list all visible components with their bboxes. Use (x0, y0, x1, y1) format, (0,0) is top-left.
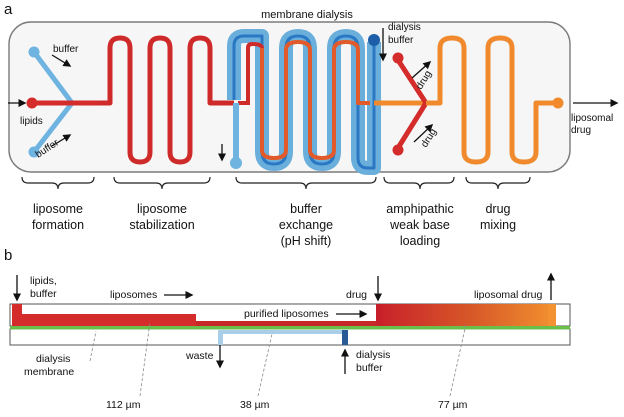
stage-formation-1: liposome (33, 202, 83, 216)
dialysis-buffer-b-2: buffer (356, 362, 383, 374)
lipid-inlet (26, 97, 38, 109)
liposomal-drug-label-b: liposomal drug (474, 289, 542, 301)
panel-a-label: a (4, 1, 13, 18)
drug-inlet-top (392, 52, 404, 64)
stage-mixing-2: mixing (480, 218, 516, 232)
lipids-buffer-label-2: buffer (30, 288, 57, 300)
dialysis-membrane-line (10, 326, 570, 330)
membrane-dialysis-label: membrane dialysis (261, 9, 353, 21)
waste-label: waste (185, 350, 214, 362)
formation-junction (26, 46, 103, 158)
stage-formation-2: formation (32, 218, 84, 232)
stage-mixing-1: drug (485, 202, 510, 216)
stage-exchange-3: (pH shift) (281, 234, 332, 248)
dim-112: 112 µm (106, 399, 141, 411)
drug-inlet-bottom (392, 144, 404, 156)
brace-mixing (465, 176, 531, 190)
lipids-label: lipids (20, 116, 43, 127)
stage-exchange-2: exchange (279, 218, 333, 232)
stage-loading-3: loading (400, 234, 440, 248)
stabilization-serpentine (100, 35, 234, 165)
dim-77: 77 µm (438, 399, 468, 411)
stage-loading-2: weak base (389, 218, 450, 232)
inlet-channel (12, 304, 22, 316)
dialysis-buffer-b-1: dialysis (356, 349, 390, 361)
liposomes-label: liposomes (110, 289, 157, 301)
panel-b: b lipids, buffer liposomes purified lipo… (4, 247, 571, 411)
stage-stabilization-2: stabilization (129, 218, 194, 232)
outlet-channel (548, 304, 556, 326)
stage-stabilization-1: liposome (137, 202, 187, 216)
liposome-dialysis-channel (238, 41, 264, 105)
buffer-inlet-top (28, 46, 40, 58)
buffer-inlet-bottom (28, 146, 40, 158)
dialysis-buffer-label-1: dialysis (388, 22, 421, 33)
drug-channel (376, 304, 556, 326)
purified-channel (196, 321, 376, 326)
stage-braces (21, 176, 531, 190)
brace-loading (383, 176, 455, 190)
dialysis-membrane-label-1: dialysis (36, 353, 70, 365)
brace-buffer-exchange (235, 176, 377, 190)
stage-exchange-1: buffer (290, 202, 322, 216)
drug-label-b: drug (346, 289, 367, 301)
drug-inlet-channel (376, 304, 382, 326)
liposomal-drug-outlet (552, 97, 564, 109)
lipids-buffer-label-1: lipids, (30, 275, 57, 287)
waste-port (218, 330, 223, 345)
mixing-serpentine (426, 35, 556, 165)
dialysis-membrane-label-2: membrane (24, 366, 74, 378)
dialysis-buffer-channel (227, 29, 381, 175)
liposomal-drug-label-2: drug (571, 125, 591, 136)
stage-labels: liposome formation liposome stabilizatio… (32, 202, 516, 248)
drug-loading-junction (374, 52, 429, 156)
dialysis-buffer-label-2: buffer (388, 35, 414, 46)
buffer-top-label: buffer (53, 44, 79, 55)
panel-b-annotations: lipids, buffer liposomes purified liposo… (13, 272, 555, 411)
brace-formation (21, 176, 95, 190)
stage-loading-1: amphipathic (386, 202, 453, 216)
panel-a: a membrane dialysis (4, 1, 619, 248)
purified-liposomes-label: purified liposomes (244, 308, 329, 320)
buffer-exchange-region (227, 29, 381, 175)
dialysis-buffer-inlet (368, 34, 380, 46)
dialysis-buffer-port (342, 330, 348, 345)
liposomal-drug-label-1: liposomal (571, 113, 613, 124)
brace-stabilization (113, 176, 211, 190)
liposome-channel (12, 314, 196, 326)
panel-b-label: b (4, 247, 12, 264)
waste-channel (218, 330, 346, 334)
dim-38: 38 µm (240, 399, 270, 411)
